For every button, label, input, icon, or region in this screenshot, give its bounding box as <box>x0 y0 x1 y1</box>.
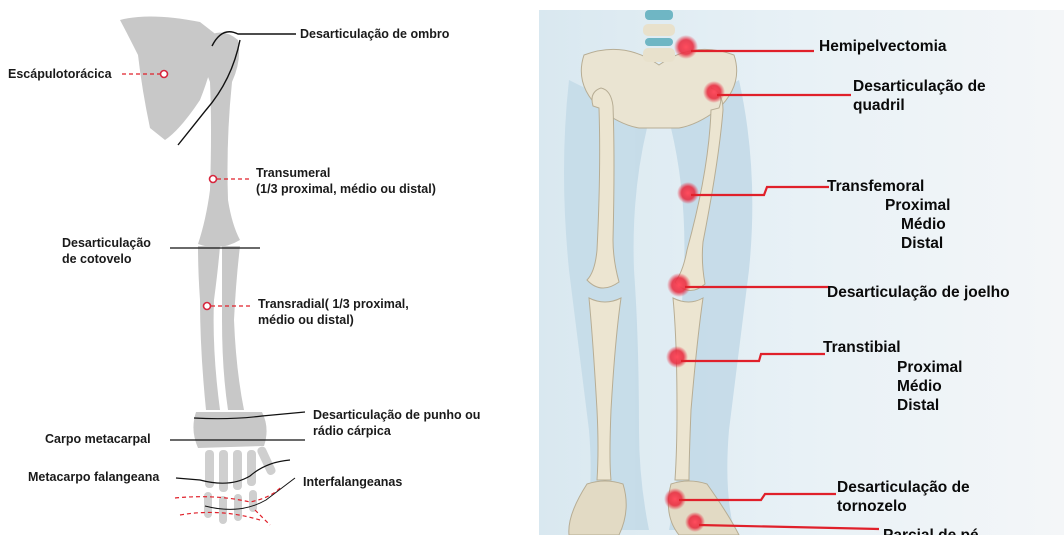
ulna-bone <box>222 246 244 410</box>
label-metacarpophalangeal: Metacarpo falangeana <box>28 470 160 484</box>
marker-transfemoral <box>677 182 699 204</box>
label-ankle-2: tornozelo <box>837 498 907 515</box>
label-wrist-1: Desarticulação de punho ou <box>313 408 480 422</box>
lower-limb-diagram: Hemipelvectomia Desarticulação de quadri… <box>539 10 1064 535</box>
label-wrist-2: rádio cárpica <box>313 424 392 438</box>
label-interphalangeal: Interfalangeanas <box>303 475 402 489</box>
label-transtibial: Transtibial <box>823 339 901 356</box>
label-shoulder-disarticulation: Desarticulação de ombro <box>300 27 450 41</box>
label-hip-1: Desarticulação de <box>853 78 986 95</box>
label-transhumeral: Transumeral <box>256 166 330 180</box>
marker-knee <box>667 273 691 297</box>
marker-transhumeral <box>210 176 253 183</box>
marker-partial-foot <box>685 512 705 532</box>
upper-limb-diagram: Desarticulação de ombro Escápulotorácica… <box>0 0 535 535</box>
partial-hand-dashes <box>175 488 280 525</box>
lower-limb-svg: Hemipelvectomia Desarticulação de quadri… <box>539 10 1064 535</box>
label-transtibial-proximal: Proximal <box>897 359 962 376</box>
carpal-bones <box>193 412 266 448</box>
label-transhumeral-detail: (1/3 proximal, médio ou distal) <box>256 182 436 196</box>
label-transtibial-distal: Distal <box>897 397 939 414</box>
label-transfemoral-proximal: Proximal <box>885 197 950 214</box>
label-elbow-2: de cotovelo <box>62 252 132 266</box>
label-hemipelvectomy: Hemipelvectomia <box>819 38 947 55</box>
upper-limb-svg: Desarticulação de ombro Escápulotorácica… <box>0 0 535 535</box>
label-transfemoral-medio: Médio <box>901 216 946 233</box>
label-transradial-detail: médio ou distal) <box>258 313 354 327</box>
label-elbow-1: Desarticulação <box>62 236 151 250</box>
label-transfemoral: Transfemoral <box>827 178 924 195</box>
marker-hip <box>703 81 725 103</box>
label-hip-2: quadril <box>853 97 905 114</box>
label-ankle-1: Desarticulação de <box>837 479 970 496</box>
scapula-bone <box>120 16 218 140</box>
radius-bone <box>198 246 220 410</box>
label-transradial: Transradial( 1/3 proximal, <box>258 297 409 311</box>
label-transfemoral-distal: Distal <box>901 235 943 252</box>
label-partial-foot: Parcial de pé <box>883 527 979 535</box>
marker-transtibial <box>666 346 688 368</box>
label-carpometacarpal: Carpo metacarpal <box>45 432 151 446</box>
marker-hemipelvectomy <box>674 35 698 59</box>
label-transtibial-medio: Médio <box>897 378 942 395</box>
label-scapulothoracic: Escápulotorácica <box>8 67 113 81</box>
label-knee-disarticulation: Desarticulação de joelho <box>827 284 1010 301</box>
